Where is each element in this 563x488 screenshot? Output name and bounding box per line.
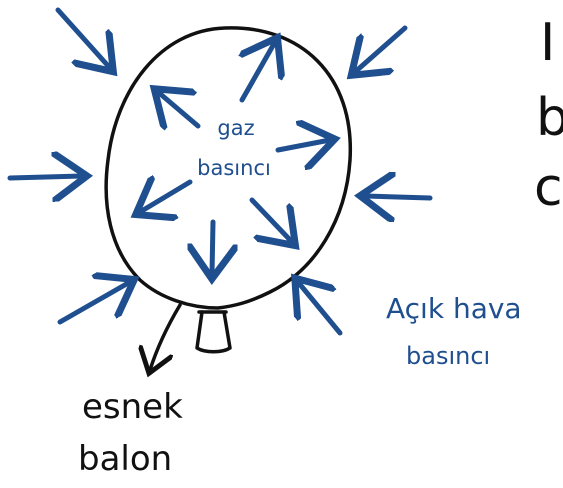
outer-pressure-label-line1: Açık hava: [386, 292, 522, 325]
inner-arrow-up-left: [158, 92, 198, 126]
balloon-label-line2: balon: [78, 439, 172, 479]
outer-arrow-right: [365, 196, 430, 198]
inner-arrow-up: [242, 42, 275, 100]
inner-pressure-label-line1: gaz: [217, 116, 254, 140]
cutoff-text-3: c: [534, 158, 563, 218]
inner-arrow-left: [140, 182, 190, 212]
outer-arrow-bottom-right: [298, 282, 340, 333]
inner-arrow-right: [278, 140, 330, 150]
balloon-pointer-arrow: [150, 305, 180, 370]
outer-arrow-top-right: [355, 28, 405, 72]
cutoff-text-2: b: [536, 88, 563, 148]
cutoff-text-1: I: [540, 13, 555, 73]
inner-arrow-down-right: [252, 200, 292, 242]
outer-arrow-bottom-left: [60, 282, 130, 322]
outer-pressure-label-line2: basıncı: [406, 342, 490, 370]
balloon-neck: [197, 312, 230, 352]
outer-arrow-top-left: [58, 10, 110, 68]
outer-arrow-left: [10, 176, 82, 178]
inner-arrow-down: [212, 222, 213, 274]
balloon-label-line1: esnek: [82, 387, 183, 427]
inner-pressure-label-line2: basıncı: [197, 156, 271, 180]
